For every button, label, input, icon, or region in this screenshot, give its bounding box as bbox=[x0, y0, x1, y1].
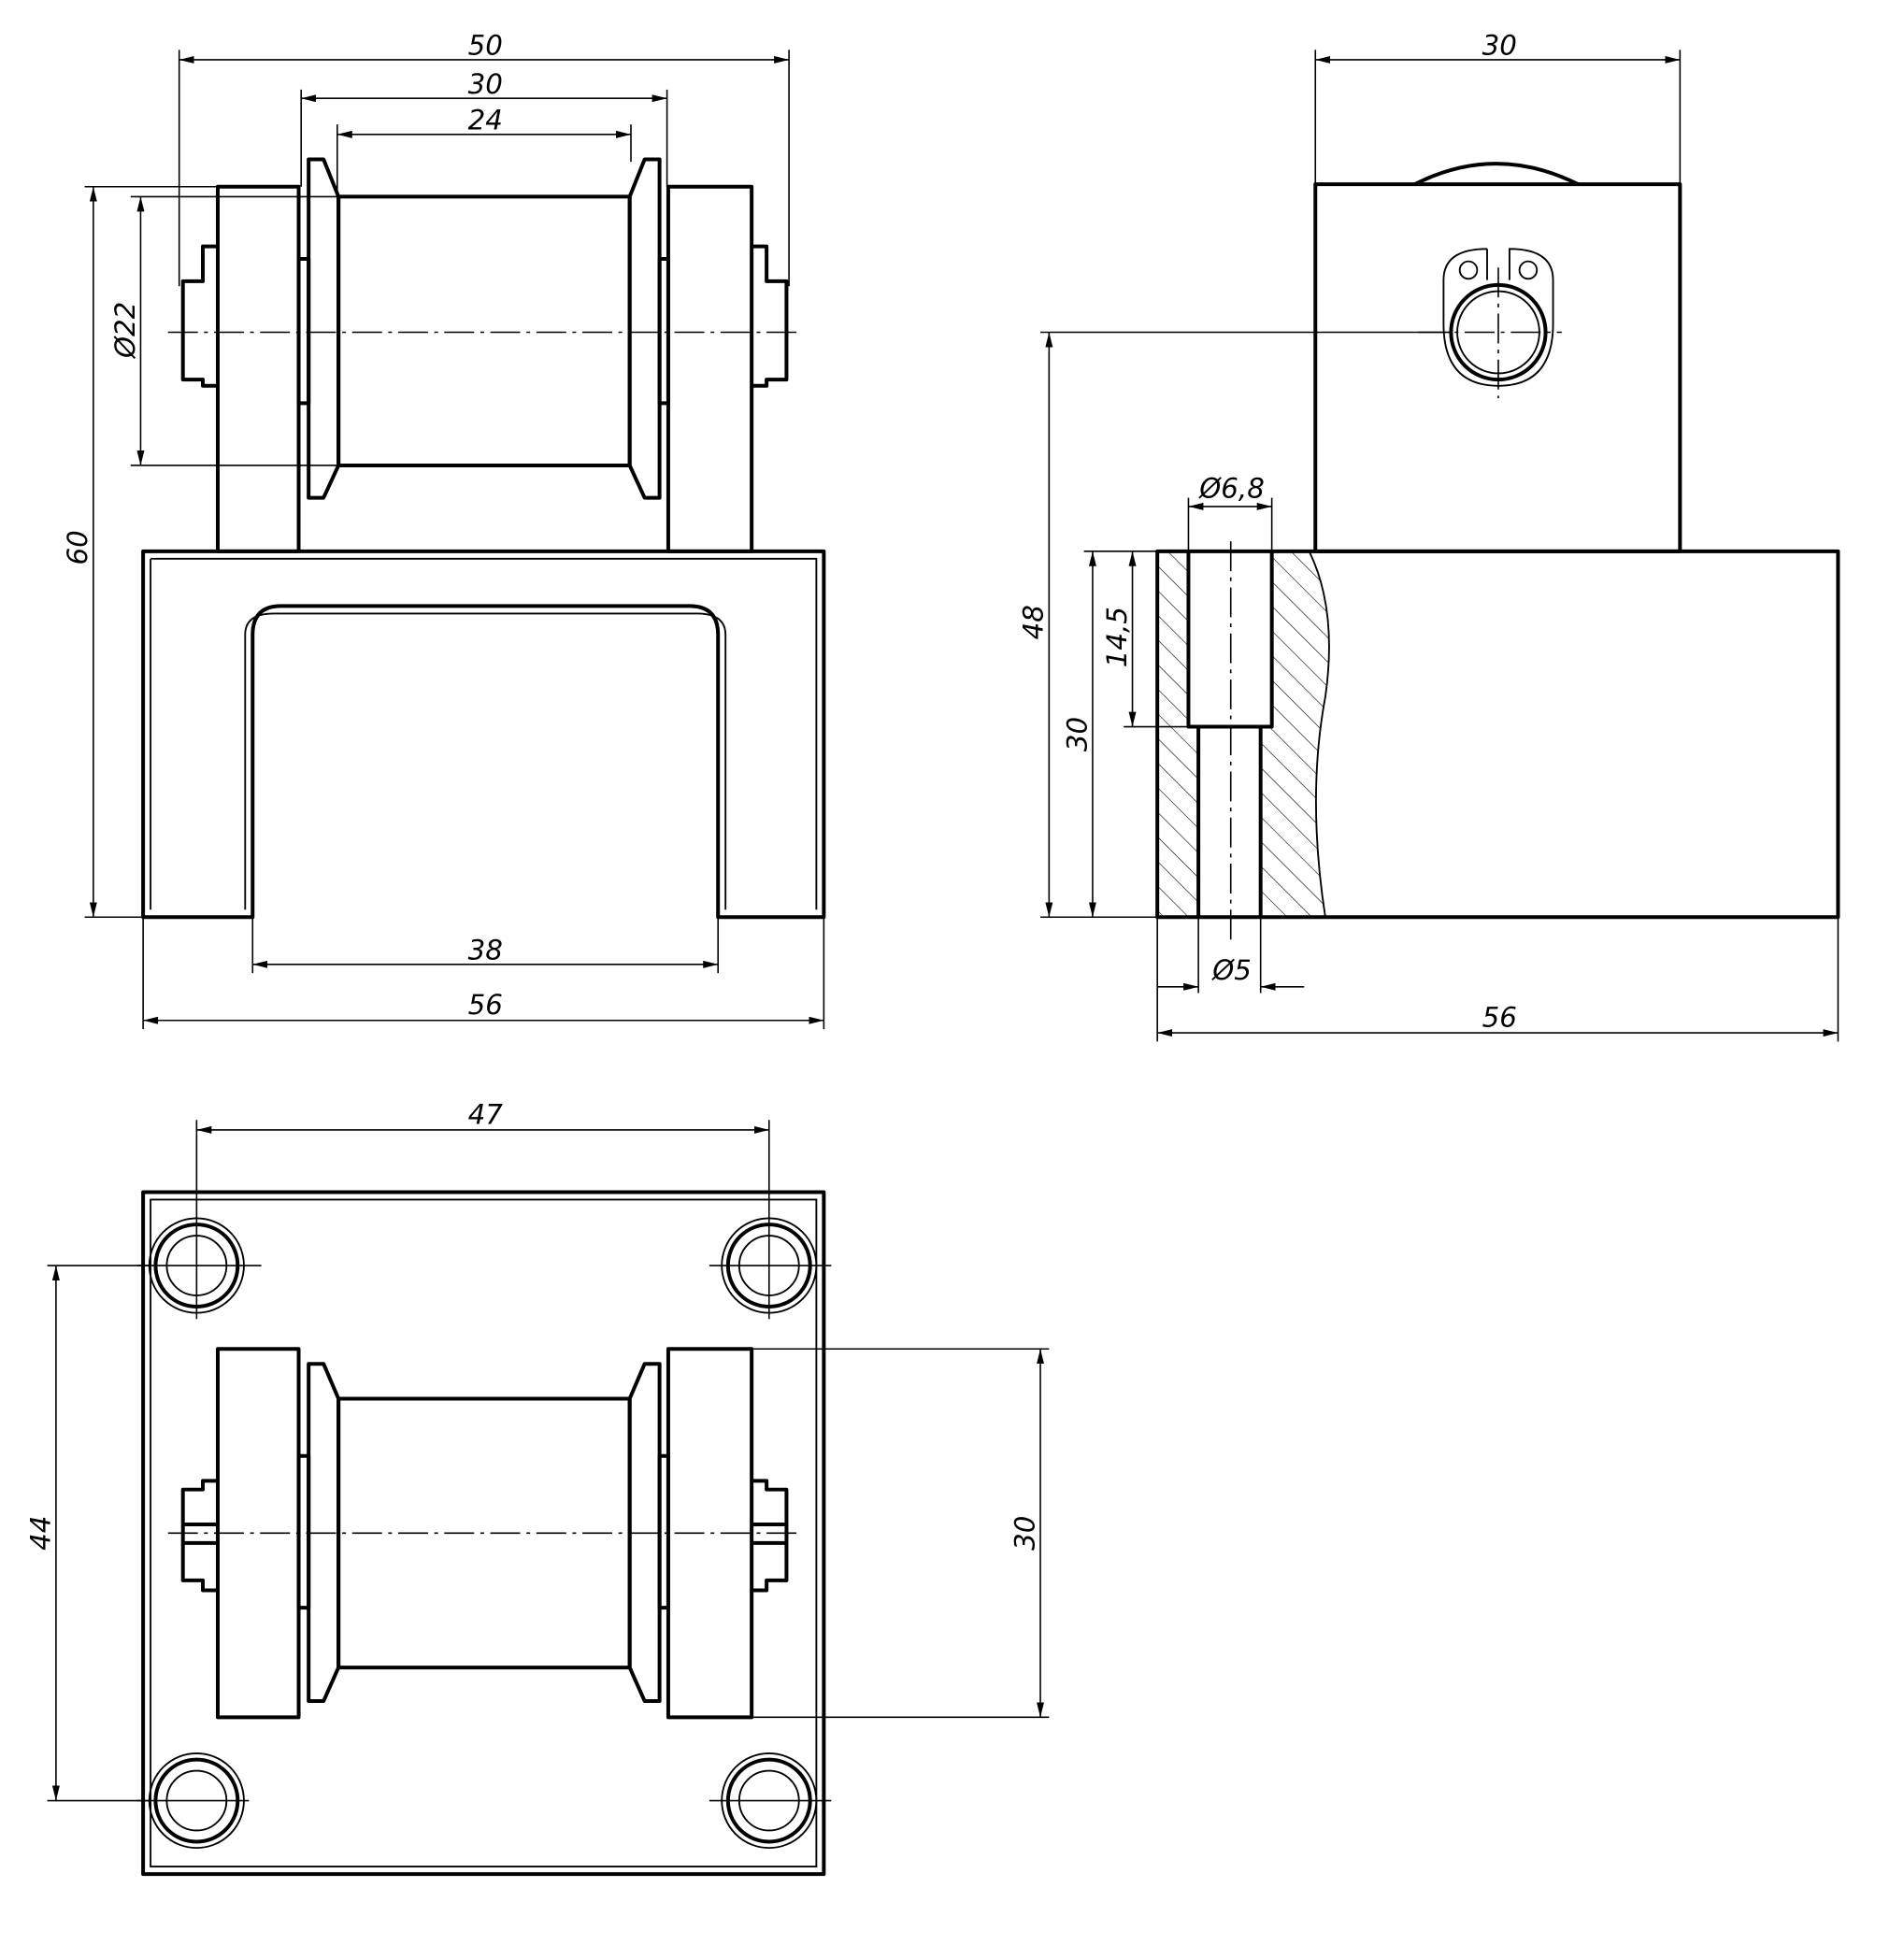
dim-14-5: 14,5 bbox=[1101, 607, 1133, 667]
dim-d5: Ø5 bbox=[1211, 954, 1252, 986]
dim-30-top-view: 30 bbox=[1009, 1516, 1040, 1551]
dim-d6-8: Ø6,8 bbox=[1198, 473, 1265, 505]
front-view: 50 30 24 Ø22 60 38 56 bbox=[62, 30, 826, 1030]
dim-30-top: 30 bbox=[1482, 30, 1517, 62]
dim-60: 60 bbox=[62, 530, 93, 565]
base-body bbox=[141, 549, 826, 920]
dim-48: 48 bbox=[1018, 605, 1050, 639]
dim-56-side: 56 bbox=[1482, 1001, 1517, 1033]
side-view: 30 Ø6,8 48 30 14,5 Ø5 56 bbox=[1018, 30, 1840, 1042]
dim-d22: Ø22 bbox=[109, 302, 141, 359]
roller bbox=[336, 194, 632, 467]
dim-44: 44 bbox=[24, 1516, 56, 1551]
dim-38: 38 bbox=[468, 935, 503, 966]
dim-50: 50 bbox=[468, 30, 503, 62]
section-hatch-right bbox=[1260, 551, 1329, 918]
break-line bbox=[1308, 551, 1330, 918]
dim-24: 24 bbox=[468, 104, 503, 136]
section-hatch-left bbox=[1157, 551, 1199, 918]
left-flange bbox=[307, 157, 341, 500]
dim-47: 47 bbox=[468, 1098, 504, 1130]
top-view: 47 44 30 bbox=[24, 1098, 1050, 1877]
dim-56: 56 bbox=[468, 989, 503, 1021]
dim-30: 30 bbox=[468, 68, 503, 100]
base-plate bbox=[141, 1190, 826, 1877]
right-side-plate bbox=[666, 184, 754, 553]
dim-30-base: 30 bbox=[1061, 717, 1093, 751]
right-flange bbox=[627, 157, 662, 500]
right-axle-end bbox=[752, 244, 789, 388]
left-axle-end bbox=[180, 244, 218, 388]
left-side-plate bbox=[215, 184, 301, 553]
